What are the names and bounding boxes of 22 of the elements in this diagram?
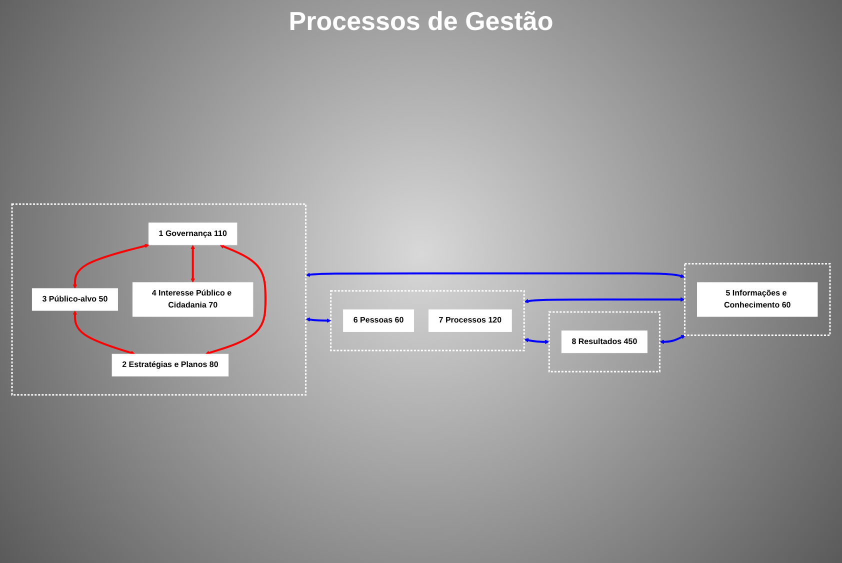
cluster: [684, 262, 831, 336]
diagram-title: Processos de Gestão: [288, 6, 554, 37]
arrow: [524, 297, 685, 304]
arrow: [72, 244, 150, 289]
node-box: 7 Processos 120: [428, 309, 512, 332]
node-box: 5 Informações e Conhecimento 60: [697, 282, 818, 317]
node-box: 4 Interesse Público e Cidadania 70: [132, 282, 254, 317]
cluster: [330, 290, 525, 352]
arrow: [205, 244, 266, 355]
node-box: 3 Público-alvo 50: [32, 288, 118, 311]
node-box: 6 Pessoas 60: [343, 309, 414, 332]
node-box: 8 Resultados 450: [561, 330, 648, 354]
arrow: [72, 310, 136, 355]
cluster: [11, 203, 307, 396]
arrow: [306, 317, 332, 323]
node-box: 1 Governança 110: [148, 222, 238, 246]
arrow: [190, 244, 196, 283]
node-box: 2 Estratégias e Planos 80: [112, 354, 229, 376]
arrow: [660, 335, 686, 344]
cluster: [548, 311, 660, 372]
arrow: [524, 338, 550, 344]
arrow: [306, 272, 685, 278]
